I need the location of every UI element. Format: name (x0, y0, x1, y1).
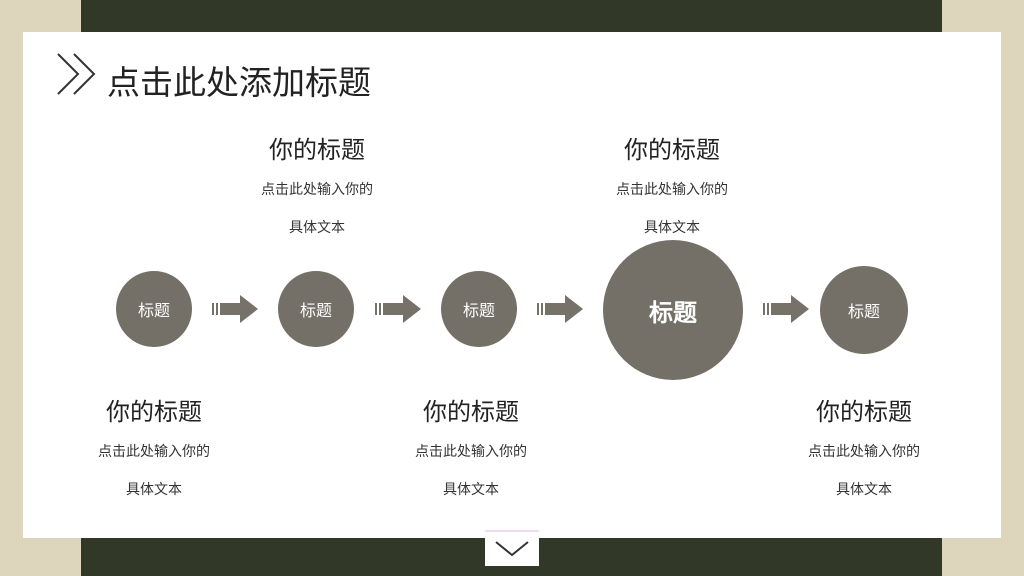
block-description-line-1: 点击此处输入你的 (415, 444, 527, 460)
block-description-line-2: 具体文本 (644, 220, 700, 236)
block-heading: 你的标题 (106, 398, 202, 426)
block-description-line-1: 点击此处输入你的 (808, 444, 920, 460)
slide-canvas: 点击此处添加标题 你的标题 点击此处输入你的 具体文本 你的标题 点击此处输入你… (23, 32, 1001, 538)
arrow-right-icon (537, 295, 583, 323)
block-heading: 你的标题 (624, 136, 720, 164)
arrow-right-icon (763, 295, 809, 323)
text-block-bottom-1[interactable]: 你的标题 点击此处输入你的 具体文本 (44, 392, 264, 499)
flow-node-4-highlight[interactable]: 标题 (603, 240, 743, 380)
page-title[interactable]: 点击此处添加标题 (107, 63, 371, 102)
block-description-line-1: 点击此处输入你的 (261, 182, 373, 198)
arrow-right-icon (212, 295, 258, 323)
block-description-line-1: 点击此处输入你的 (98, 444, 210, 460)
node-label: 标题 (649, 298, 697, 327)
block-description-line-2: 具体文本 (443, 482, 499, 498)
top-dark-band (81, 0, 942, 32)
block-heading: 你的标题 (269, 136, 365, 164)
flow-node-1[interactable]: 标题 (116, 271, 192, 347)
node-label: 标题 (299, 301, 332, 320)
flow-node-3[interactable]: 标题 (441, 271, 517, 347)
arrow-right-icon (375, 295, 421, 323)
text-block-top-2[interactable]: 你的标题 点击此处输入你的 具体文本 (562, 130, 782, 237)
block-description-line-1: 点击此处输入你的 (616, 182, 728, 198)
double-chevron-right-icon (57, 53, 96, 95)
text-block-top-1[interactable]: 你的标题 点击此处输入你的 具体文本 (207, 130, 427, 237)
chevron-down-icon (495, 541, 529, 557)
flow-node-2[interactable]: 标题 (278, 271, 354, 347)
node-label: 标题 (462, 301, 495, 320)
block-description-line-2: 具体文本 (289, 220, 345, 236)
text-block-bottom-3[interactable]: 你的标题 点击此处输入你的 具体文本 (754, 392, 974, 499)
node-label: 标题 (137, 301, 170, 320)
text-block-bottom-2[interactable]: 你的标题 点击此处输入你的 具体文本 (361, 392, 581, 499)
block-description-line-2: 具体文本 (126, 482, 182, 498)
node-label: 标题 (847, 302, 880, 321)
block-description-line-2: 具体文本 (836, 482, 892, 498)
block-heading: 你的标题 (816, 398, 912, 426)
block-heading: 你的标题 (423, 398, 519, 426)
next-slide-button[interactable] (485, 530, 539, 566)
flow-node-5[interactable]: 标题 (820, 266, 908, 354)
